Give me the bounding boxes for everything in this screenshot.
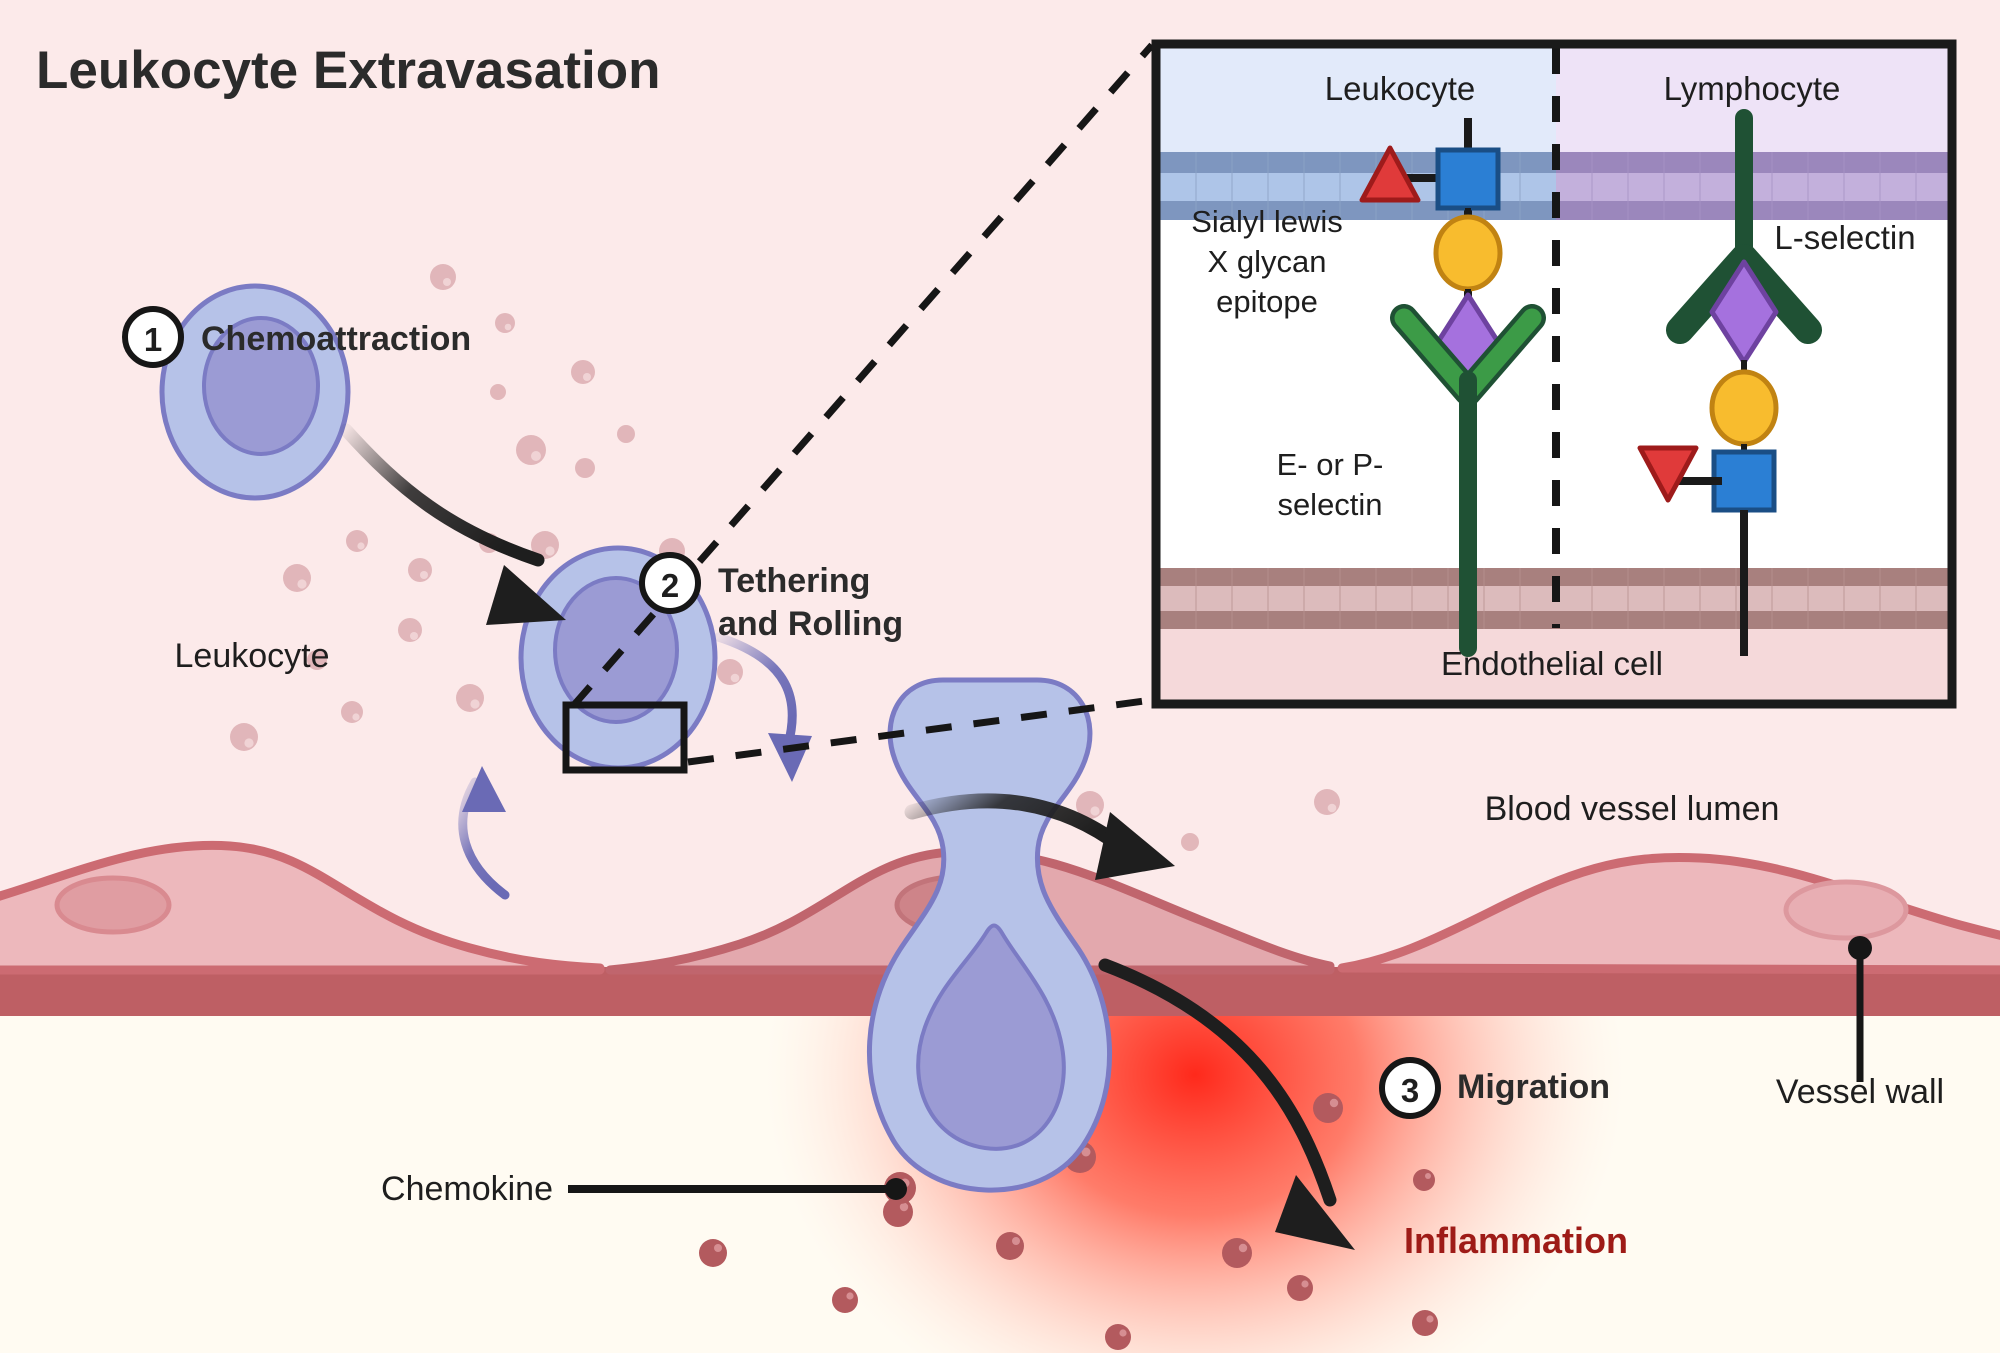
inset-label-endothelial-cell: Endothelial cell [1441, 645, 1663, 682]
step-label-1: Chemoattraction [201, 320, 471, 358]
inset-source-rectangle [562, 701, 688, 774]
inset-label-leukocyte: Leukocyte [1325, 70, 1475, 107]
right-glycan-chain [1637, 259, 1779, 656]
arrow-rolling-spin-left [458, 766, 510, 900]
inset-endothelial-cytosol [1160, 618, 1948, 700]
step-number-1: 1 [144, 321, 162, 358]
label-chemokine: Chemokine [381, 1170, 553, 1208]
arrow-chemoattraction-to-rolling [339, 423, 566, 625]
inset-label-sialyl-lewis-line2: X glycan [1208, 244, 1327, 279]
label-inflammation: Inflammation [1404, 1220, 1628, 1261]
label-leukocyte: Leukocyte [175, 637, 330, 675]
step-marker-2: 2 [639, 552, 701, 614]
chemokine-particles-lumen [230, 264, 1340, 851]
step-number-2: 2 [661, 567, 679, 604]
step-marker-1: 1 [122, 306, 184, 368]
step-label-3: Migration [1457, 1068, 1610, 1106]
arrow-migration-to-inflammation [1098, 958, 1355, 1250]
step-label-2-line2: and Rolling [718, 605, 903, 643]
fucose-triangle-icon [1359, 145, 1421, 203]
step-label-2-line1: Tethering [718, 562, 870, 600]
inset-label-selectin-line1: E- or P- [1277, 447, 1384, 482]
step-number-3: 3 [1401, 1072, 1419, 1109]
leukocyte-chemoattraction [159, 283, 351, 501]
endothelial-cell [1337, 852, 2000, 975]
e-or-p-selectin [1390, 304, 1546, 657]
label-blood-vessel-lumen: Blood vessel lumen [1485, 790, 1780, 828]
page-title: Leukocyte Extravasation [36, 41, 660, 100]
inset-panel-border [1151, 39, 1957, 709]
label-vessel-wall: Vessel wall [1776, 1073, 1944, 1111]
inset-label-selectin-line2: selectin [1277, 487, 1382, 522]
inset-label-sialyl-lewis-line3: epitope [1216, 284, 1318, 319]
galnac-square-icon [1435, 147, 1501, 211]
arrow-rolling-to-migration [904, 793, 1175, 880]
molecular-inset-panel [1151, 39, 1957, 709]
step-marker-3: 3 [1379, 1057, 1441, 1119]
inset-label-lymphocyte: Lymphocyte [1664, 70, 1841, 107]
vessel-wall-callout-line [1848, 936, 1872, 1082]
inset-label-sialyl-lewis-line1: Sialyl lewis [1191, 204, 1343, 239]
inset-label-l-selectin: L-selectin [1774, 219, 1915, 256]
fucose-triangle-icon [1637, 445, 1699, 503]
endothelial-cell [0, 840, 605, 975]
